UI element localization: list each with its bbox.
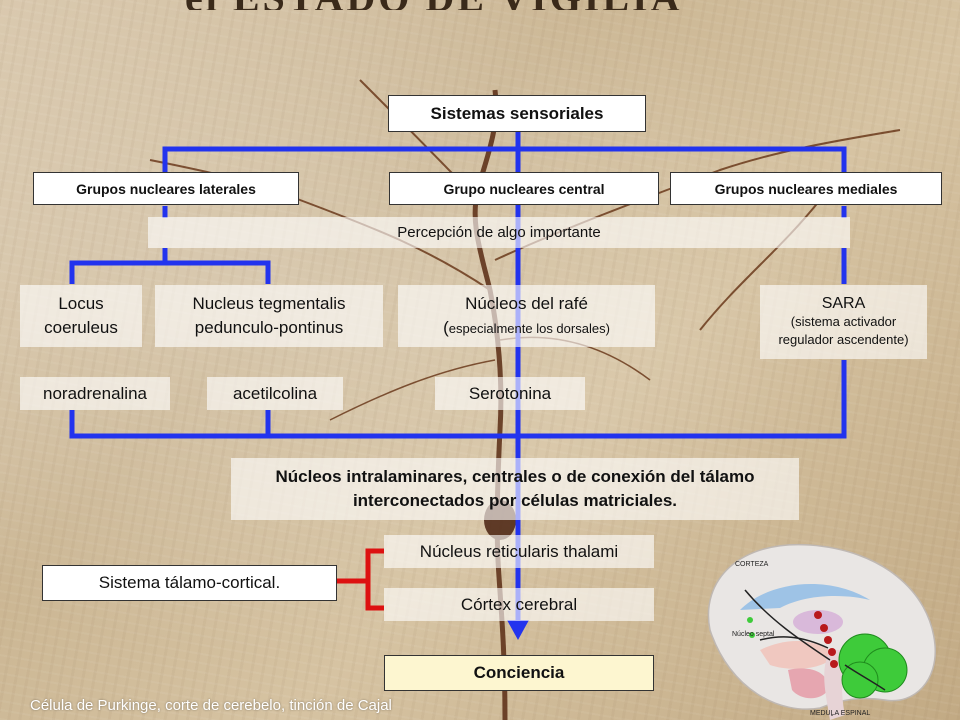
lateral-groups-box: Grupos nucleares laterales: [33, 172, 299, 205]
arrowhead-down: [507, 620, 529, 640]
sara-title: SARA: [821, 295, 866, 312]
sensory-systems-box: Sistemas sensoriales: [388, 95, 646, 132]
noradrenaline-label: noradrenalina: [20, 377, 170, 410]
brain-label-medula: MEDULA ESPINAL: [810, 709, 871, 717]
cerebral-cortex-box: Córtex cerebral: [384, 588, 654, 621]
acetylcholine-label: acetilcolina: [207, 377, 343, 410]
reticular-nucleus-box: Núcleus reticularis thalami: [384, 535, 654, 568]
red-connector-lines: [337, 548, 384, 611]
intralaminar-nuclei-box: Núcleos intralaminares, centrales o de c…: [231, 458, 799, 520]
raphe-nuclei-box: Núcleos del rafé (especialmente los dors…: [398, 285, 655, 347]
brain-label-septal: Núcleo septal: [732, 630, 775, 638]
raphe-title: Núcleos del rafé: [465, 293, 588, 313]
tegmental-nucleus-box: Nucleus tegmentalis pedunculo-pontinus: [155, 285, 383, 347]
serotonin-label: Serotonina: [435, 377, 585, 410]
central-group-box: Grupo nucleares central: [389, 172, 659, 205]
perception-banner: Percepción de algo importante: [148, 217, 850, 248]
brain-label-cortex: CORTEZA: [735, 560, 769, 568]
locus-coeruleus-box: Locus coeruleus: [20, 285, 142, 347]
brain-illustration: [707, 543, 936, 720]
raphe-subtitle: especialmente los dorsales): [448, 320, 610, 336]
thalamocortical-system-box: Sistema tálamo-cortical.: [42, 565, 337, 601]
sara-box: SARA (sistema activador regulador ascend…: [760, 285, 927, 359]
image-caption: Célula de Purkinge, corte de cerebelo, t…: [30, 696, 392, 714]
sara-subtitle: (sistema activador regulador ascendente): [778, 314, 909, 347]
raphe-paren: (: [443, 317, 449, 337]
medial-groups-box: Grupos nucleares mediales: [670, 172, 942, 205]
consciousness-box: Conciencia: [384, 655, 654, 691]
page-title-cropped: el ESTADO DE VIGILIA: [185, 0, 835, 10]
